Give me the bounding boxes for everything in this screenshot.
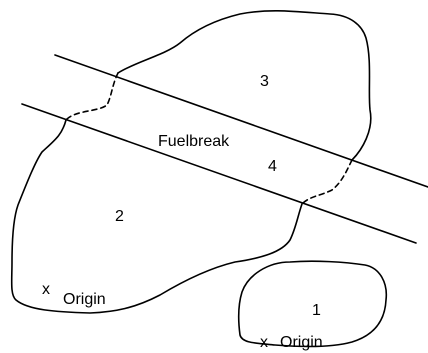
origin-label-1: Origin bbox=[63, 291, 106, 308]
fuelbreak-line-upper bbox=[54, 54, 428, 188]
label-area-3: 3 bbox=[260, 73, 269, 90]
fuelbreak-line-lower bbox=[21, 103, 417, 244]
fire-perimeter-upper bbox=[117, 10, 372, 161]
fire-perimeter-dashed-right bbox=[301, 159, 353, 205]
fire-perimeter-dashed-left bbox=[65, 72, 119, 121]
origin-label-2: Origin bbox=[280, 334, 323, 351]
label-fuelbreak: Fuelbreak bbox=[158, 133, 230, 150]
origin-marker-1: x bbox=[42, 281, 50, 298]
label-area-4: 4 bbox=[268, 158, 277, 175]
label-area-1: 1 bbox=[312, 302, 321, 319]
fire-perimeter-lower bbox=[10, 119, 303, 314]
fire-perimeter-small bbox=[237, 260, 388, 348]
origin-marker-2: x bbox=[260, 334, 268, 351]
label-area-2: 2 bbox=[115, 208, 124, 225]
